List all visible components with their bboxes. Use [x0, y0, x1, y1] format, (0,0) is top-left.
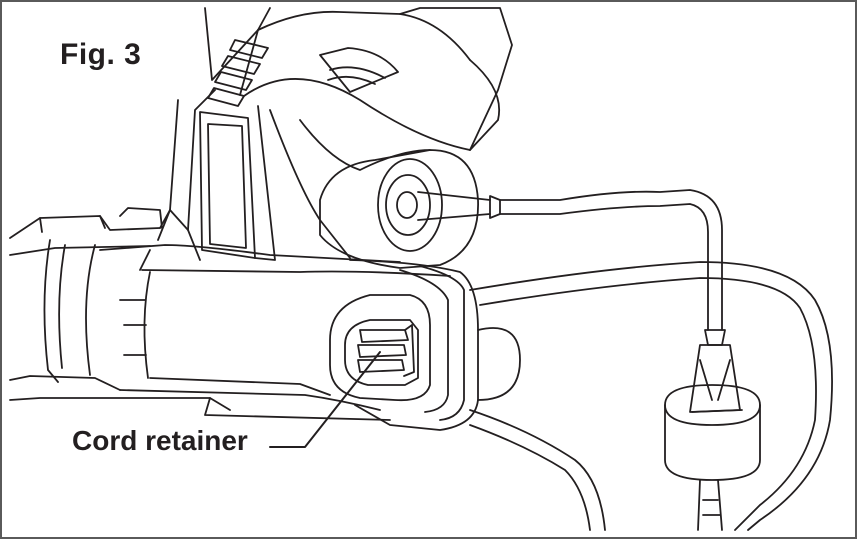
power-cord: [499, 189, 761, 531]
extension-cord: [469, 261, 833, 531]
handle-body: [9, 207, 451, 421]
figure-label: Fig. 3: [60, 38, 142, 71]
cord-retainer-collar: [329, 259, 521, 431]
callout-cord-retainer-label: Cord retainer: [72, 425, 248, 456]
callout-leader-line: [269, 351, 381, 448]
cord-plug-boss: [319, 149, 501, 269]
motor-housing: [157, 7, 513, 261]
